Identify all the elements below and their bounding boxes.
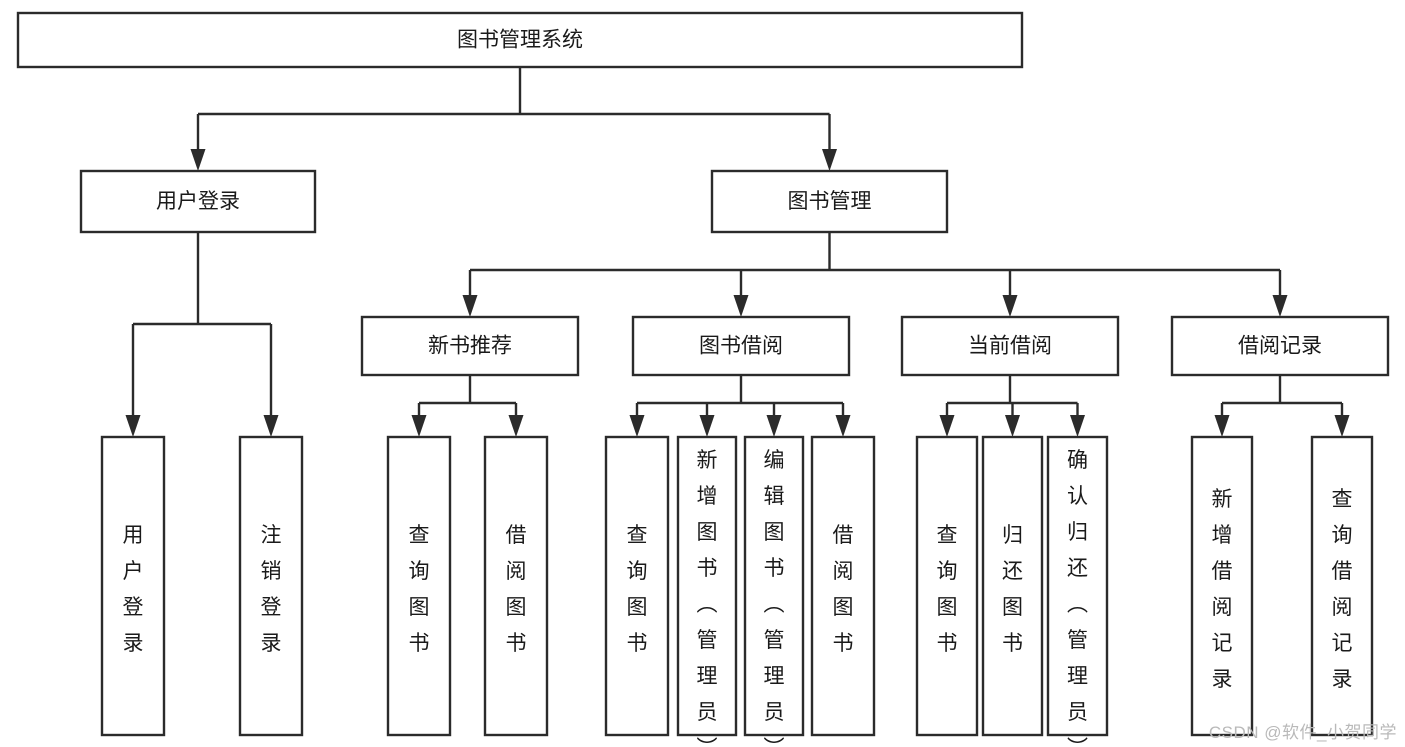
node-box-leaf-11[interactable] [1046, 435, 1109, 737]
node-label-leaf-2: 注销登录 [261, 524, 282, 655]
node-label-leaf-3: 查询图书 [409, 524, 430, 655]
node-label-leaf-7: 编辑图书︵管理员︶ [764, 449, 785, 747]
node-label-leaf-11: 确认归还︵管理员︶ [1067, 449, 1088, 747]
node-label-leaf-4: 借阅图书 [506, 524, 527, 655]
node-l3-4[interactable]: 借阅记录 [1170, 315, 1390, 377]
node-box-leaf-7[interactable] [743, 435, 805, 737]
node-l3-2[interactable]: 图书借阅 [631, 315, 851, 377]
edge-group-l3-2 [629, 375, 851, 437]
node-leaf-8[interactable]: 借阅图书 [810, 435, 876, 737]
node-box-leaf-13[interactable] [1310, 435, 1374, 737]
node-box-l3-3[interactable] [900, 315, 1120, 377]
node-box-leaf-3[interactable] [386, 435, 452, 737]
node-leaf-10[interactable]: 归还图书 [981, 435, 1044, 737]
node-box-l3-2[interactable] [631, 315, 851, 377]
node-box-l3-4[interactable] [1170, 315, 1390, 377]
node-box-leaf-6[interactable] [676, 435, 738, 737]
edges-layer [125, 67, 1350, 437]
watermark-text: CSDN @软件_小贺同学 [1208, 723, 1397, 742]
node-label-leaf-10: 归还图书 [1002, 524, 1023, 655]
nodes-layer: 图书管理系统用户登录图书管理新书推荐图书借阅当前借阅借阅记录用户登录注销登录查询… [16, 11, 1390, 747]
node-label-leaf-6: 新增图书︵管理员︶ [697, 449, 718, 747]
node-box-leaf-10[interactable] [981, 435, 1044, 737]
node-label-l3-3: 当前借阅 [968, 335, 1052, 358]
node-l2-2[interactable]: 图书管理 [710, 169, 949, 234]
node-root[interactable]: 图书管理系统 [16, 11, 1024, 69]
node-label-root: 图书管理系统 [457, 29, 583, 52]
node-label-l2-2: 图书管理 [788, 190, 872, 213]
node-box-leaf-8[interactable] [810, 435, 876, 737]
node-leaf-9[interactable]: 查询图书 [915, 435, 979, 737]
node-box-l2-2[interactable] [710, 169, 949, 234]
node-label-l3-2: 图书借阅 [699, 335, 783, 358]
node-box-leaf-9[interactable] [915, 435, 979, 737]
node-leaf-6[interactable]: 新增图书︵管理员︶ [676, 435, 738, 747]
node-label-leaf-1: 用户登录 [123, 524, 144, 655]
node-box-leaf-2[interactable] [238, 435, 304, 737]
node-box-leaf-1[interactable] [100, 435, 166, 737]
edge-group-root [190, 67, 837, 171]
edge-group-l2-1 [125, 232, 279, 437]
node-leaf-11[interactable]: 确认归还︵管理员︶ [1046, 435, 1109, 747]
node-leaf-13[interactable]: 查询借阅记录 [1310, 435, 1374, 737]
edge-group-l2-2 [462, 232, 1288, 317]
node-leaf-2[interactable]: 注销登录 [238, 435, 304, 737]
node-leaf-1[interactable]: 用户登录 [100, 435, 166, 737]
node-label-l3-4: 借阅记录 [1238, 335, 1322, 358]
node-leaf-5[interactable]: 查询图书 [604, 435, 670, 737]
edge-group-l3-1 [411, 375, 524, 437]
edge-group-l3-4 [1214, 375, 1350, 437]
node-leaf-3[interactable]: 查询图书 [386, 435, 452, 737]
node-label-leaf-5: 查询图书 [627, 524, 648, 655]
node-label-l3-1: 新书推荐 [428, 335, 512, 358]
node-box-leaf-4[interactable] [483, 435, 549, 737]
node-leaf-4[interactable]: 借阅图书 [483, 435, 549, 737]
node-l3-3[interactable]: 当前借阅 [900, 315, 1120, 377]
node-box-leaf-5[interactable] [604, 435, 670, 737]
node-box-l2-1[interactable] [79, 169, 317, 234]
node-l2-1[interactable]: 用户登录 [79, 169, 317, 234]
node-box-l3-1[interactable] [360, 315, 580, 377]
node-label-l2-1: 用户登录 [156, 190, 240, 213]
node-l3-1[interactable]: 新书推荐 [360, 315, 580, 377]
node-label-leaf-9: 查询图书 [937, 524, 958, 655]
node-leaf-12[interactable]: 新增借阅记录 [1190, 435, 1254, 737]
node-label-leaf-13: 查询借阅记录 [1332, 488, 1353, 691]
node-label-leaf-12: 新增借阅记录 [1212, 488, 1233, 691]
node-box-leaf-12[interactable] [1190, 435, 1254, 737]
node-box-root[interactable] [16, 11, 1024, 69]
edge-group-l3-3 [939, 375, 1085, 437]
node-label-leaf-8: 借阅图书 [833, 524, 854, 655]
node-leaf-7[interactable]: 编辑图书︵管理员︶ [743, 435, 805, 747]
